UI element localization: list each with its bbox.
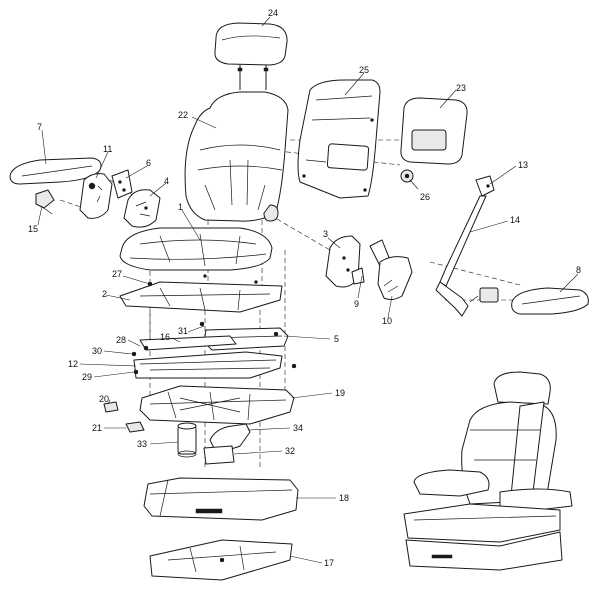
callout-10: 10	[382, 316, 392, 326]
callout-5: 5	[334, 334, 339, 344]
lumbar-cushion	[400, 97, 468, 165]
callout-18: 18	[339, 493, 349, 503]
callout-33: 33	[137, 439, 147, 449]
callout-2: 2	[102, 289, 107, 299]
callout-9: 9	[354, 299, 359, 309]
callout-30: 30	[92, 346, 102, 356]
callout-13: 13	[518, 160, 528, 170]
shock-absorber	[177, 422, 197, 458]
backrest-rear-shell	[297, 79, 381, 199]
base-cover	[143, 477, 299, 521]
adjustment-knob	[400, 169, 414, 183]
seat-pan-frame	[119, 274, 283, 313]
callout-25: 25	[359, 65, 369, 75]
adjust-knob-small	[125, 421, 145, 433]
callout-1: 1	[178, 202, 183, 212]
callout-3: 3	[323, 229, 328, 239]
slide-frame	[131, 321, 297, 379]
release-handle	[35, 189, 55, 215]
callout-8: 8	[576, 265, 581, 275]
backrest	[184, 91, 289, 222]
callout-22: 22	[178, 110, 188, 120]
callout-17: 17	[324, 558, 334, 568]
callout-34: 34	[293, 423, 303, 433]
hinge-plate	[111, 169, 133, 199]
callout-26: 26	[420, 192, 430, 202]
callout-leaders	[37, 16, 579, 564]
callout-12: 12	[68, 359, 78, 369]
headrest	[214, 22, 288, 90]
callout-15: 15	[28, 224, 38, 234]
callout-4: 4	[164, 176, 169, 186]
callout-27: 27	[112, 269, 122, 279]
callout-19: 19	[335, 388, 345, 398]
callout-32: 32	[285, 446, 295, 456]
callout-31: 31	[178, 326, 188, 336]
callout-23: 23	[456, 83, 466, 93]
callout-7: 7	[37, 122, 42, 132]
compressor	[203, 445, 235, 465]
recliner-mechanism	[369, 239, 413, 301]
armrest-bracket	[79, 173, 113, 219]
callout-labels: 24 22 25 23 7 11 6 4 15 1 13 14 8 26 3 9…	[28, 8, 581, 568]
callout-21: 21	[92, 423, 102, 433]
callout-20: 20	[99, 394, 109, 404]
base-plate	[149, 539, 293, 581]
callout-11: 11	[103, 144, 112, 154]
callout-6: 6	[146, 158, 151, 168]
callout-28: 28	[116, 335, 126, 345]
right-armrest	[511, 287, 589, 315]
seat-belt	[435, 175, 499, 317]
seat-cushion	[119, 227, 273, 271]
callout-14: 14	[510, 215, 520, 225]
callout-24: 24	[268, 8, 278, 18]
suspension-mechanism	[139, 385, 295, 425]
assembled-seat-illustration	[403, 371, 573, 571]
callout-29: 29	[82, 372, 92, 382]
callout-16: 16	[160, 332, 170, 342]
height-adjust-lever	[103, 401, 119, 413]
side-panel-left	[123, 189, 161, 228]
